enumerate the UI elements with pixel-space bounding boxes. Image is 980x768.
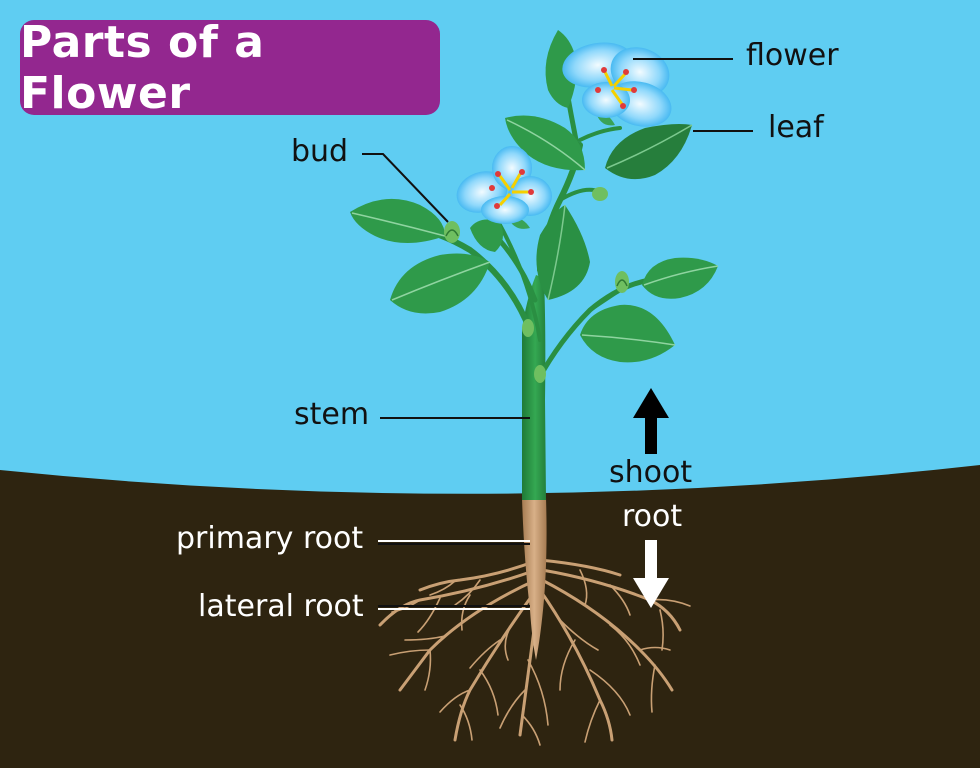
label-lateral-root: lateral root	[198, 589, 364, 624]
leaf-left-upper	[350, 198, 446, 243]
leaves	[350, 30, 719, 363]
primary-root	[522, 498, 547, 660]
label-stem: stem	[294, 397, 370, 432]
leader-lines	[362, 58, 753, 610]
leaf-right-large	[580, 304, 676, 363]
page-title: Parts of a Flower	[20, 16, 265, 119]
label-shoot: shoot	[609, 455, 693, 490]
bud-stem-lower	[534, 365, 546, 383]
flower-middle	[456, 146, 552, 229]
label-root: root	[622, 499, 683, 534]
bud-leader	[362, 153, 449, 223]
label-flower: flower	[746, 38, 839, 73]
bud-right	[615, 271, 629, 293]
label-leaf: leaf	[768, 110, 824, 145]
leaf-upper-right	[605, 124, 693, 180]
leaf-top-left	[545, 30, 577, 108]
leaf-left-lower	[390, 253, 491, 314]
title-badge: Parts of a Flower	[20, 17, 440, 119]
leaf-upper-middle	[505, 115, 586, 171]
soil	[0, 465, 980, 768]
buds	[444, 187, 629, 383]
bud-left	[444, 221, 460, 243]
label-bud: bud	[291, 134, 349, 169]
bud-branch	[592, 187, 608, 201]
leaf-right-small	[642, 257, 719, 299]
root-arrow-icon	[633, 540, 669, 608]
leaf-center-tall	[536, 204, 590, 301]
bud-stem-upper	[522, 319, 534, 337]
shoot-arrow-icon	[633, 388, 669, 454]
leaf-bud-cluster	[470, 219, 504, 252]
label-primary-root: primary root	[176, 521, 364, 556]
